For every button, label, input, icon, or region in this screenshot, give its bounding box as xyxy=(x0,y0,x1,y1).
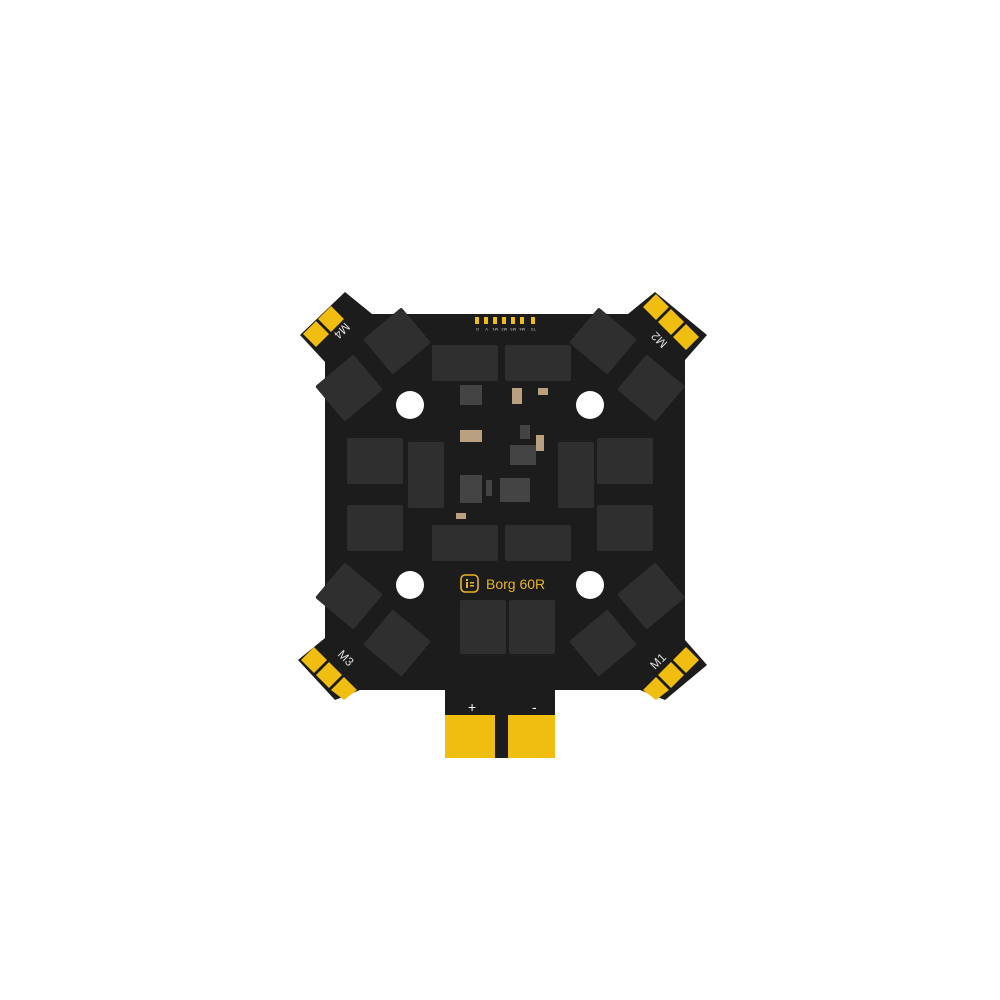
motor-pad-m4 xyxy=(303,306,344,347)
brand-logo-icon xyxy=(460,574,479,593)
signal-pads xyxy=(475,317,535,324)
mosfet-chips xyxy=(315,308,685,676)
pad-label: M3 xyxy=(510,327,516,332)
pad-label: V xyxy=(485,327,488,332)
pad-label: M2 xyxy=(501,327,507,332)
power-label-negative: - xyxy=(532,699,537,715)
pad-label: M1 xyxy=(492,327,498,332)
power-pad-positive xyxy=(445,715,495,758)
mounting-holes xyxy=(396,391,604,599)
pad-label: M4 xyxy=(519,327,525,332)
power-pad-negative xyxy=(508,715,555,758)
motor-pad-m2 xyxy=(643,294,699,350)
power-label-positive: + xyxy=(468,699,476,715)
motor-pad-m3 xyxy=(301,647,357,700)
pad-label: G xyxy=(476,327,479,332)
pad-label: TX xyxy=(531,327,536,332)
model-label: Borg 60R xyxy=(486,576,545,592)
motor-pad-m1 xyxy=(643,647,699,700)
small-components xyxy=(456,385,548,519)
